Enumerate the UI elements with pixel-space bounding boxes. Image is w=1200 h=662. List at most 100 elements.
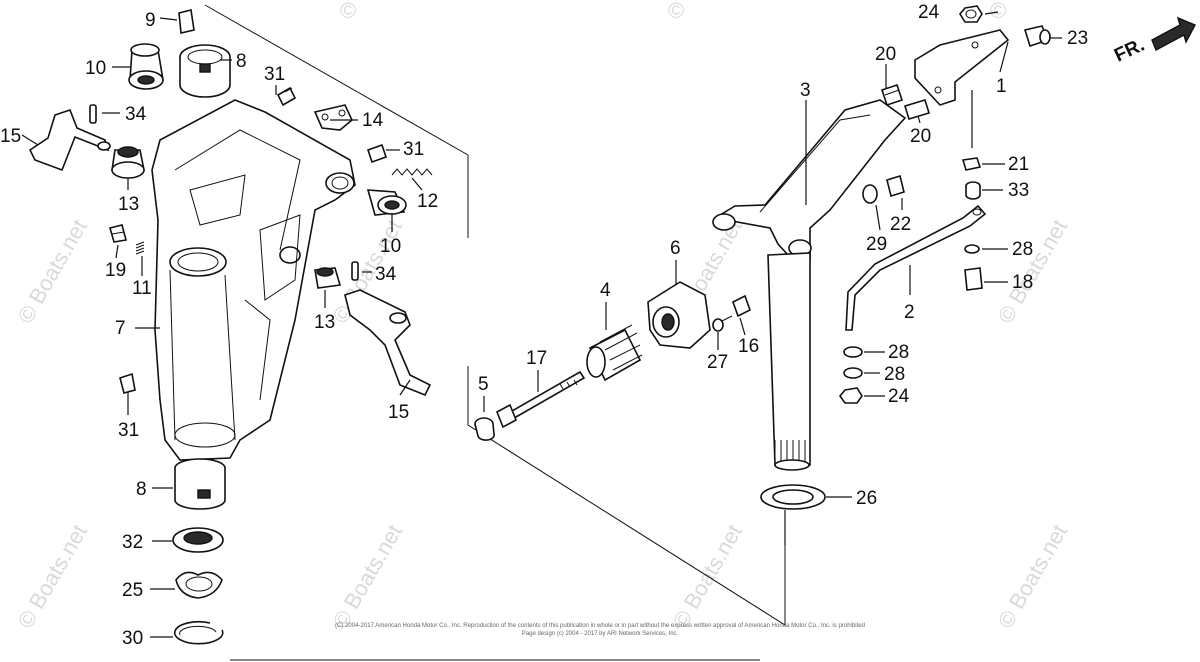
callout-19: 19: [105, 260, 126, 281]
callout-29: 29: [866, 234, 887, 255]
callout-4: 4: [600, 280, 611, 301]
part-33-collar: [965, 181, 981, 200]
callout-28: 28: [884, 364, 905, 385]
callout-26: 26: [856, 488, 877, 509]
callout-14: 14: [362, 110, 384, 131]
callout-11: 11: [132, 278, 152, 299]
callout-12: 12: [417, 191, 438, 212]
part-4-friction: [586, 324, 643, 382]
part-11-spring: [135, 241, 145, 255]
callout-1: 1: [996, 76, 1007, 97]
part-23-cap-nut: [1023, 25, 1051, 48]
callout-2: 2: [904, 302, 915, 323]
callout-15: 15: [0, 126, 21, 147]
watermark-text: © Boats.net: [13, 520, 92, 632]
part-22-bolt: [886, 174, 905, 198]
front-direction-label: FR.: [1111, 35, 1148, 67]
part-21-nut: [961, 157, 982, 171]
part-9-clip: [178, 9, 195, 34]
watermark-text: © Boats.net: [328, 520, 407, 632]
part-12-spring: [391, 168, 433, 176]
part-6-housing: [647, 281, 711, 349]
part-27-washer: [712, 318, 724, 332]
part-13-bushing-right: [314, 267, 342, 289]
callout-21: 21: [1008, 154, 1029, 175]
callout-28: 28: [888, 342, 909, 363]
callout-15: 15: [388, 402, 409, 423]
callout-31: 31: [403, 139, 424, 160]
callout-34: 34: [375, 264, 397, 285]
part-30-snap-ring: [174, 620, 224, 645]
part-34-pin-right: [351, 261, 359, 281]
callout-32: 32: [122, 532, 143, 553]
callout-28: 28: [1012, 239, 1033, 260]
part-3-swivel-bracket: [712, 99, 907, 471]
part-24-nut-top: [959, 5, 983, 23]
callout-5: 5: [478, 374, 489, 395]
callouts: 9 8 10 34 15 13 19 11 7 31 14 31 12 10 3…: [0, 2, 1088, 649]
callout-3: 3: [800, 80, 811, 101]
part-7-swivel-case: [151, 99, 356, 461]
watermark-text: © Boats.net: [13, 215, 92, 327]
callout-7: 7: [115, 318, 126, 339]
callout-17: 17: [526, 348, 547, 369]
callout-31: 31: [264, 64, 285, 85]
callout-10: 10: [380, 236, 401, 257]
part-31-grease-fitting-mid: [366, 143, 388, 164]
callout-33: 33: [1008, 180, 1029, 201]
part-26-thrust-washer: [760, 484, 826, 510]
part-8-bushing-top: [179, 44, 231, 98]
callout-24: 24: [918, 2, 940, 23]
callout-13: 13: [314, 312, 335, 333]
part-18-bolt: [964, 267, 983, 291]
part-20-stud-bottom: [903, 99, 931, 120]
part-24-nut-bottom: [838, 387, 863, 404]
callout-16: 16: [738, 336, 759, 357]
part-31-grease-fitting-low: [119, 372, 136, 394]
watermark-corner: ©: [990, 0, 1006, 23]
part-1-bracket-plate: [914, 29, 1010, 106]
part-14-plate: [313, 104, 353, 131]
callout-20: 20: [875, 44, 896, 65]
part-28-washer-low: [843, 367, 863, 379]
part-17-bolt: [495, 370, 586, 429]
callout-31: 31: [118, 420, 139, 441]
callout-9: 9: [145, 10, 156, 31]
part-19-bolt: [109, 224, 127, 243]
callout-8: 8: [236, 51, 247, 72]
callout-8: 8: [136, 479, 147, 500]
part-15-lever-left: [28, 109, 111, 172]
part-10-bushing-left: [128, 43, 164, 90]
front-direction-arrow: FR.: [1111, 16, 1196, 67]
part-10-bushing-right: [366, 189, 407, 216]
watermark-corner: ©: [340, 0, 356, 23]
copyright: (C) 2004-2017 American Honda Motor Co., …: [335, 623, 865, 637]
leader-lines: [21, 11, 1062, 638]
part-25-wave-washer: [175, 571, 223, 599]
callout-20: 20: [910, 126, 931, 147]
part-2-rod: [845, 204, 987, 331]
callout-6: 6: [670, 238, 681, 259]
callout-27: 27: [707, 352, 728, 373]
callout-10: 10: [85, 58, 106, 79]
callout-22: 22: [890, 214, 911, 235]
part-29-washer: [862, 184, 878, 204]
part-8-bushing-bottom: [174, 458, 226, 510]
part-5-cap: [474, 417, 495, 441]
part-32-seal: [172, 527, 224, 553]
callout-18: 18: [1012, 272, 1033, 293]
copyright-line-1: (C) 2004-2017 American Honda Motor Co., …: [335, 623, 865, 629]
part-28-washer-mid: [843, 346, 863, 358]
part-28-washer-right: [964, 244, 980, 254]
assembly-outline: [204, 4, 786, 661]
callout-34: 34: [125, 104, 147, 125]
watermark-corner: ©: [668, 0, 684, 23]
callout-30: 30: [122, 628, 143, 649]
callout-23: 23: [1067, 28, 1088, 49]
callout-13: 13: [118, 194, 139, 215]
watermark-text: © Boats.net: [993, 520, 1072, 632]
part-34-pin-left: [89, 104, 97, 124]
part-13-bushing-left: [111, 146, 145, 179]
callout-25: 25: [122, 580, 143, 601]
